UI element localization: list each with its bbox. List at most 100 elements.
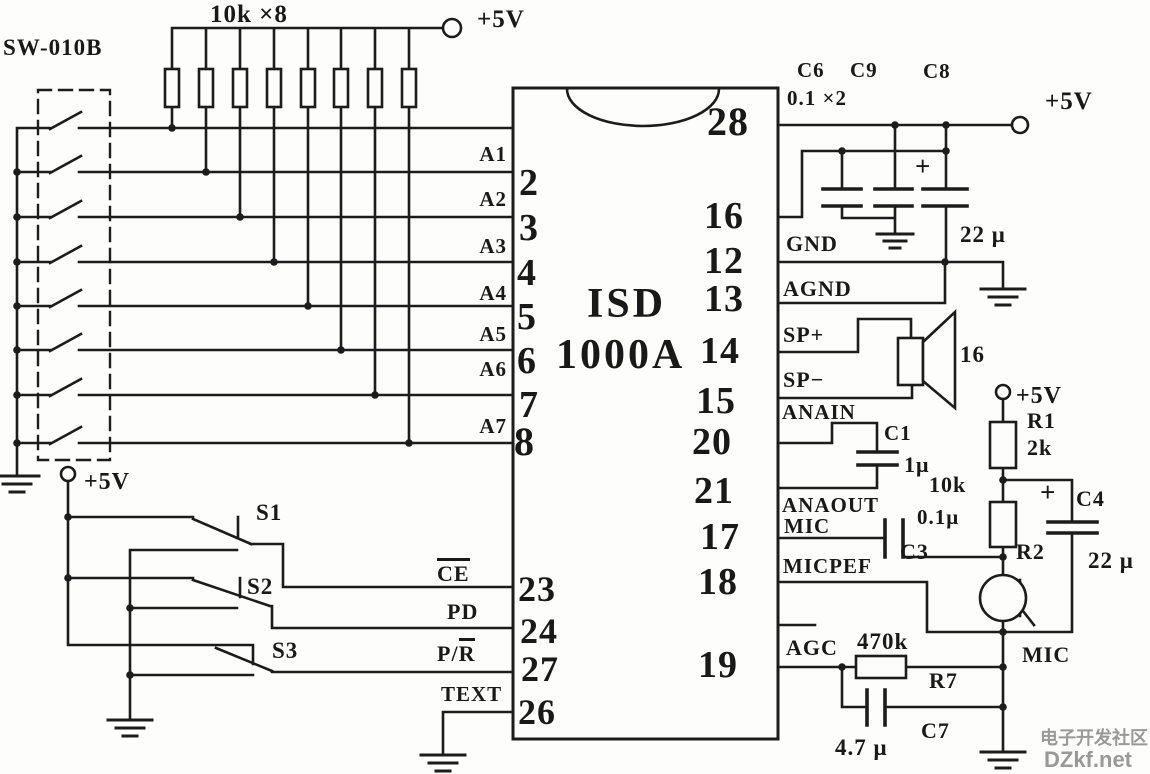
address-label-a2: A2 [479, 187, 507, 211]
speaker-value: 16 [960, 342, 985, 367]
pin-number-8: 8 [514, 419, 535, 464]
ground-icon [979, 287, 1027, 307]
supply-label-mic: +5V [1016, 383, 1063, 409]
chip-name-line2: 1000A [556, 332, 686, 378]
pin-number-19: 19 [698, 644, 738, 686]
address-label-a4: A4 [479, 281, 507, 305]
address-label-a1: A1 [479, 142, 507, 166]
agnd-label: AGND [783, 276, 852, 301]
pr-label: P/R [437, 638, 476, 666]
c7-label: C7 [921, 718, 950, 743]
control-switches [66, 479, 515, 756]
r7-label: R7 [929, 668, 958, 693]
c8-label: C8 [923, 59, 951, 83]
watermark-site: DZkf.net [1044, 747, 1132, 772]
address-label-a6: A6 [479, 357, 507, 381]
pin-number-3: 3 [519, 207, 539, 249]
c4-label: C4 [1076, 486, 1105, 511]
micpef-label: MICPEF [783, 554, 872, 578]
supply-label-top: +5V [477, 6, 525, 33]
watermark-community: 电子开发社区 [1040, 728, 1148, 748]
pin-number-7: 7 [519, 384, 539, 426]
s1-label: S1 [256, 500, 283, 525]
pr-label-prefix: P/ [437, 641, 459, 666]
pin-number-18: 18 [698, 561, 738, 603]
c8-plus-sign: + [915, 151, 932, 181]
s3-label: S3 [272, 638, 299, 663]
c4-value: 22 μ [1088, 548, 1134, 573]
pin-number-6: 6 [517, 340, 537, 382]
ground-icon [0, 474, 41, 494]
sp-minus-label: SP− [783, 367, 825, 392]
text-label: TEXT [441, 682, 503, 706]
pin-number-20: 20 [692, 421, 732, 463]
discrete-resistors [854, 420, 1018, 680]
pin-number-5: 5 [517, 296, 537, 338]
ic-body [511, 86, 780, 741]
ground-icon [875, 232, 915, 250]
c4-plus-sign: + [1040, 477, 1057, 507]
microphone-icon [978, 573, 1028, 623]
pin-number-4: 4 [517, 252, 537, 294]
terminal-5v-right [1010, 115, 1030, 135]
ground-icon [106, 718, 154, 738]
r2-label: R2 [1016, 539, 1045, 564]
r7-value: 470k [857, 629, 909, 654]
r1-label: R1 [1027, 408, 1056, 433]
pin-number-12: 12 [704, 240, 744, 282]
ce-label-overline: CE [437, 558, 470, 585]
ground-icon [979, 750, 1027, 770]
terminal-5v-top [441, 17, 463, 39]
power-terminals [59, 17, 1030, 483]
address-label-a3: A3 [479, 234, 507, 258]
mic-label: MIC [1022, 642, 1071, 667]
pin-number-23: 23 [518, 569, 556, 609]
c1-value: 1μ [904, 452, 930, 477]
c3-value: 0.1μ [917, 505, 960, 529]
ce-label: CE [437, 558, 470, 585]
pin-number-24: 24 [520, 611, 558, 651]
pin-number-28: 28 [707, 99, 749, 144]
address-label-a5: A5 [479, 322, 507, 346]
capacitor-plates [821, 187, 1099, 727]
supply-label-topright: +5V [1045, 88, 1093, 115]
r1-value: 2k [1027, 435, 1053, 460]
pin-number-16: 16 [704, 195, 744, 237]
c7-value: 4.7 μ [835, 735, 888, 760]
gnd-label: GND [786, 231, 838, 256]
c8-value: 22 μ [960, 222, 1006, 247]
ground-icon [419, 753, 467, 773]
terminal-5v-switches [59, 465, 77, 483]
c6-label: C6 [797, 58, 825, 82]
speaker-icon [896, 308, 957, 411]
junction-dots [13, 121, 1007, 711]
pin-number-14: 14 [700, 330, 740, 372]
module-label: SW-010B [3, 35, 103, 60]
c6-c9-value: 0.1 ×2 [787, 86, 847, 110]
dip-switch-box [15, 88, 515, 476]
pin-number-2: 2 [519, 162, 539, 204]
pin-number-26: 26 [518, 692, 556, 732]
agc-label: AGC [786, 635, 838, 660]
pd-label: PD [447, 599, 479, 624]
pin-number-15: 15 [696, 380, 736, 422]
ic-notch [565, 87, 721, 128]
mic-pin-label: MIC [784, 514, 831, 538]
c9-label: C9 [850, 58, 878, 82]
pin-number-13: 13 [704, 278, 744, 320]
anain-label: ANAIN [782, 400, 856, 424]
address-label-a7: A7 [479, 414, 507, 438]
c3-label: C3 [900, 539, 929, 564]
ground-symbols [0, 232, 1027, 773]
chip-name-line1: ISD [587, 281, 667, 327]
terminal-5v-mic [994, 383, 1012, 401]
r2-value: 10k [929, 472, 967, 497]
pin-number-27: 27 [521, 649, 559, 689]
c1-label: C1 [884, 421, 912, 445]
pr-label-overline: R [458, 638, 476, 665]
pin-number-21: 21 [694, 470, 734, 512]
supply-label-switches: +5V [84, 469, 131, 495]
pin-number-17: 17 [700, 516, 740, 558]
